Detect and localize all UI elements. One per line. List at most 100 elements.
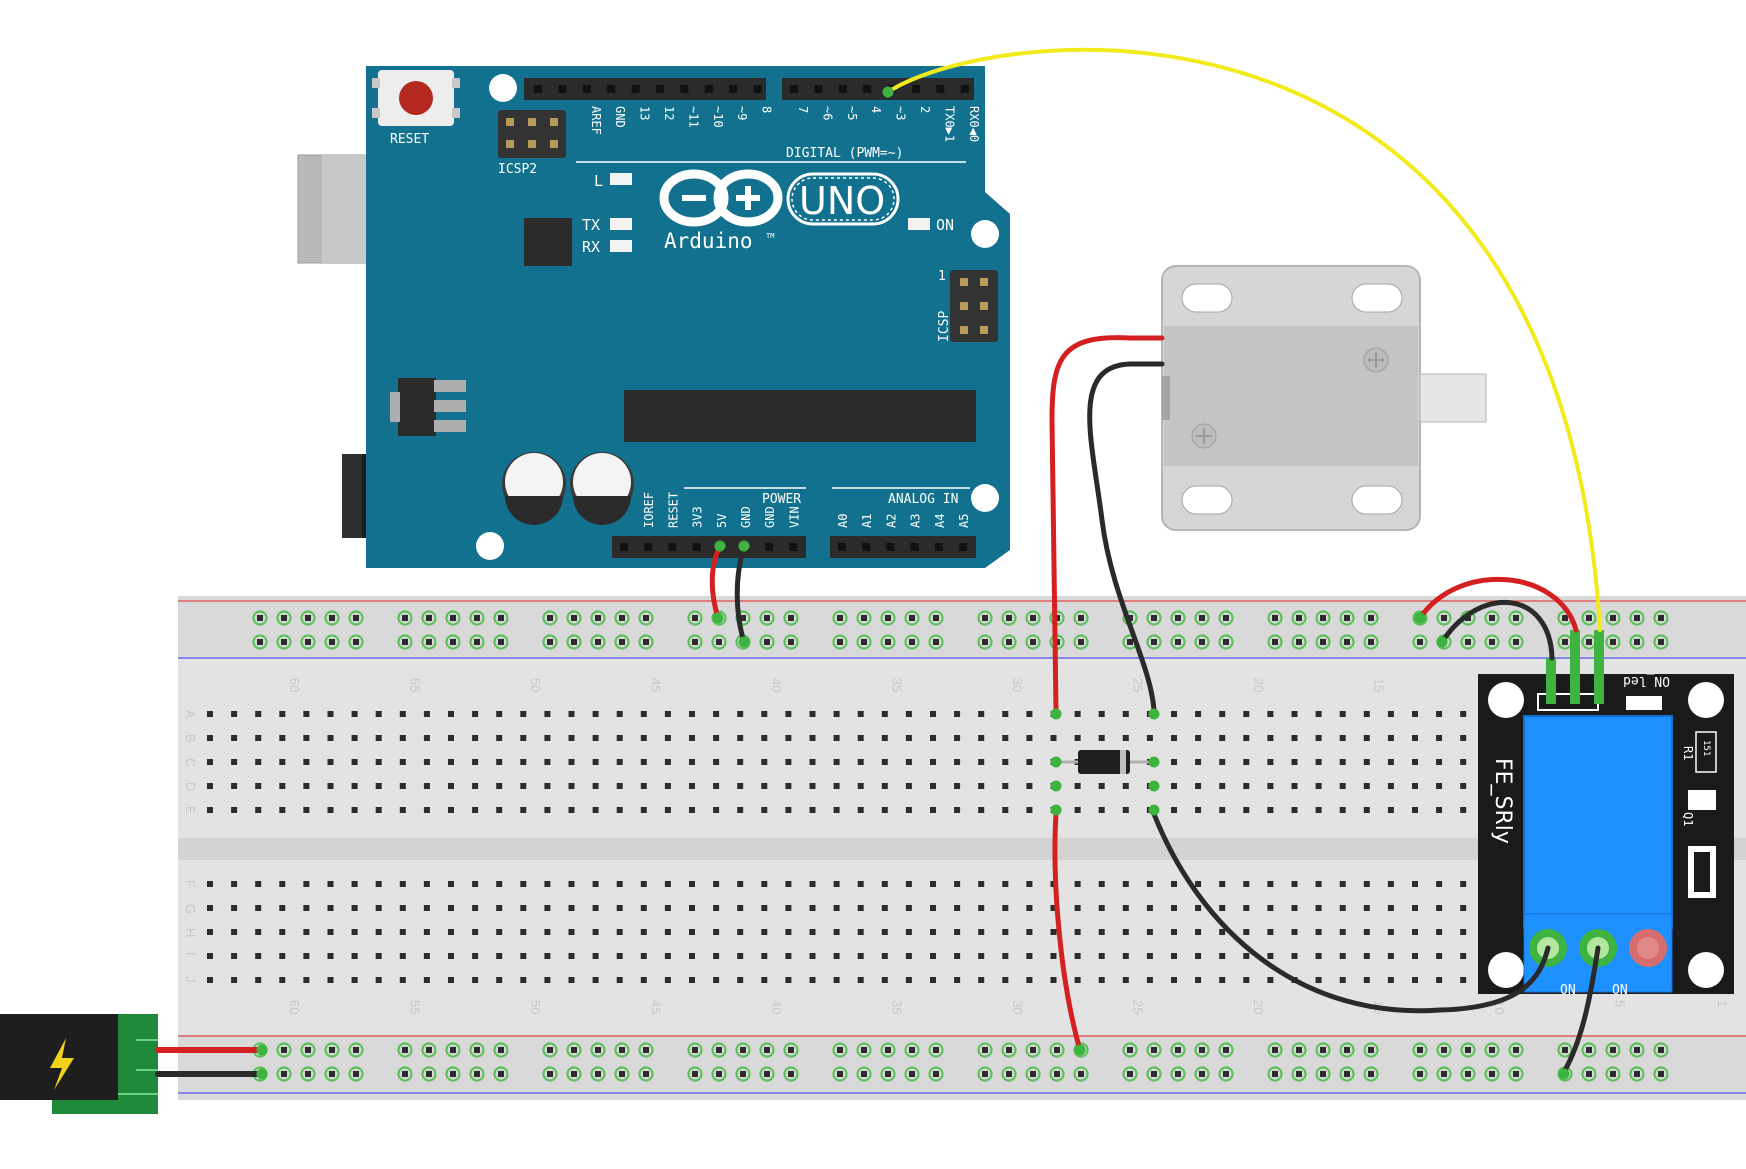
rail-hole [740, 615, 746, 621]
rail-hole-highlight [1339, 610, 1355, 626]
breadboard-hole [1412, 807, 1418, 813]
rail-hole [402, 1071, 408, 1077]
icsp2-label: ICSP2 [498, 162, 537, 177]
breadboard-hole [231, 711, 238, 717]
rail-hole [1078, 1071, 1084, 1077]
breadboard-hole [1363, 783, 1370, 789]
rail-hole-highlight [590, 610, 606, 626]
breadboard-hole [737, 735, 744, 741]
breadboard-hole [279, 711, 286, 717]
breadboard-hole [713, 735, 720, 741]
breadboard-hole [640, 711, 647, 717]
rail-hole [1465, 615, 1471, 621]
breadboard-hole [496, 759, 503, 765]
rail-hole [1223, 639, 1229, 645]
breadboard-hole [1412, 735, 1418, 741]
column-number: 45 [649, 1000, 664, 1014]
breadboard-hole [1436, 929, 1443, 935]
breadboard-hole [1267, 807, 1274, 813]
rail-hole [1199, 1071, 1205, 1077]
breadboard-hole [303, 759, 310, 765]
breadboard-hole [930, 929, 936, 935]
breadboard-hole [713, 977, 720, 983]
rail-hole-highlight [1218, 1066, 1234, 1082]
breadboard-hole [640, 905, 647, 911]
breadboard-hole [1267, 929, 1274, 935]
rail-hole-highlight [1508, 1066, 1524, 1082]
breadboard-hole [375, 735, 382, 741]
rail-hole-highlight [1605, 1066, 1621, 1082]
rail-hole [643, 639, 649, 645]
breadboard-hole [1436, 905, 1443, 911]
rail-hole [1030, 615, 1036, 621]
column-number: 50 [528, 1000, 543, 1014]
rail-hole [353, 1047, 359, 1053]
rail-hole-highlight [1412, 1042, 1428, 1058]
breadboard-hole [1460, 929, 1467, 935]
breadboard-hole [207, 783, 213, 789]
rail-hole [1417, 1047, 1423, 1053]
rail-hole-highlight [1605, 1042, 1621, 1058]
rail-hole-highlight [735, 1066, 751, 1082]
rail-hole-highlight [904, 610, 920, 626]
analog-pin-label: A2 [884, 514, 898, 528]
rail-hole [1417, 1071, 1423, 1077]
breadboard-hole [1098, 807, 1105, 813]
breadboard-hole [1074, 953, 1081, 959]
breadboard-hole [207, 953, 213, 959]
icsp-label: ICSP [937, 311, 952, 342]
breadboard-hole [1339, 711, 1346, 717]
relay-led-label: ON_led [1623, 673, 1670, 688]
breadboard-hole [592, 807, 599, 813]
rail-hole [885, 639, 891, 645]
breadboard-hole [713, 881, 720, 887]
breadboard-hole [592, 735, 599, 741]
rail-hole-highlight [1508, 634, 1524, 650]
rail-hole [619, 1071, 625, 1077]
rail-hole [788, 639, 794, 645]
breadboard-hole [689, 881, 695, 887]
rail-hole-highlight [1194, 1066, 1210, 1082]
breadboard-hole [1363, 711, 1370, 717]
capacitor-2 [570, 452, 634, 525]
rail-hole [1562, 615, 1568, 621]
breadboard-rail-holes [252, 610, 1669, 1082]
breadboard-hole [1412, 929, 1418, 935]
rail-hole-highlight [687, 1042, 703, 1058]
rail-hole [837, 639, 843, 645]
rail-hole [426, 1047, 432, 1053]
breadboard-hole [1315, 953, 1322, 959]
rail-hole [547, 639, 553, 645]
rail-hole [1465, 1047, 1471, 1053]
breadboard-hole [327, 953, 334, 959]
connection-point [1074, 1044, 1086, 1056]
row-letter: F [183, 880, 198, 888]
rail-hole [788, 1071, 794, 1077]
breadboard-hole [375, 881, 382, 887]
rail-hole [740, 1071, 746, 1077]
rail-hole-highlight [711, 1066, 727, 1082]
breadboard-hole [833, 929, 840, 935]
rail-hole-highlight [1436, 1066, 1452, 1082]
analog-pin-label: A4 [933, 514, 947, 528]
breadboard-hole [857, 783, 864, 789]
breadboard-hole [1436, 783, 1443, 789]
breadboard-hole [833, 711, 840, 717]
rail-hole-highlight [783, 634, 799, 650]
breadboard-hole [930, 953, 936, 959]
rail-hole-highlight [445, 610, 461, 626]
breadboard-hole [1171, 929, 1177, 935]
icsp-pin1-label: 1 [938, 269, 946, 284]
breadboard-hole [327, 783, 334, 789]
rail-hole-highlight [276, 1042, 292, 1058]
rail-hole [1296, 615, 1302, 621]
rail-hole [643, 615, 649, 621]
rail-hole [1272, 615, 1278, 621]
breadboard-hole [1412, 759, 1418, 765]
breadboard-hole [255, 905, 262, 911]
rail-hole [1151, 1047, 1157, 1053]
breadboard-hole [375, 953, 382, 959]
column-number: 35 [890, 678, 905, 692]
column-number: 35 [890, 1000, 905, 1014]
